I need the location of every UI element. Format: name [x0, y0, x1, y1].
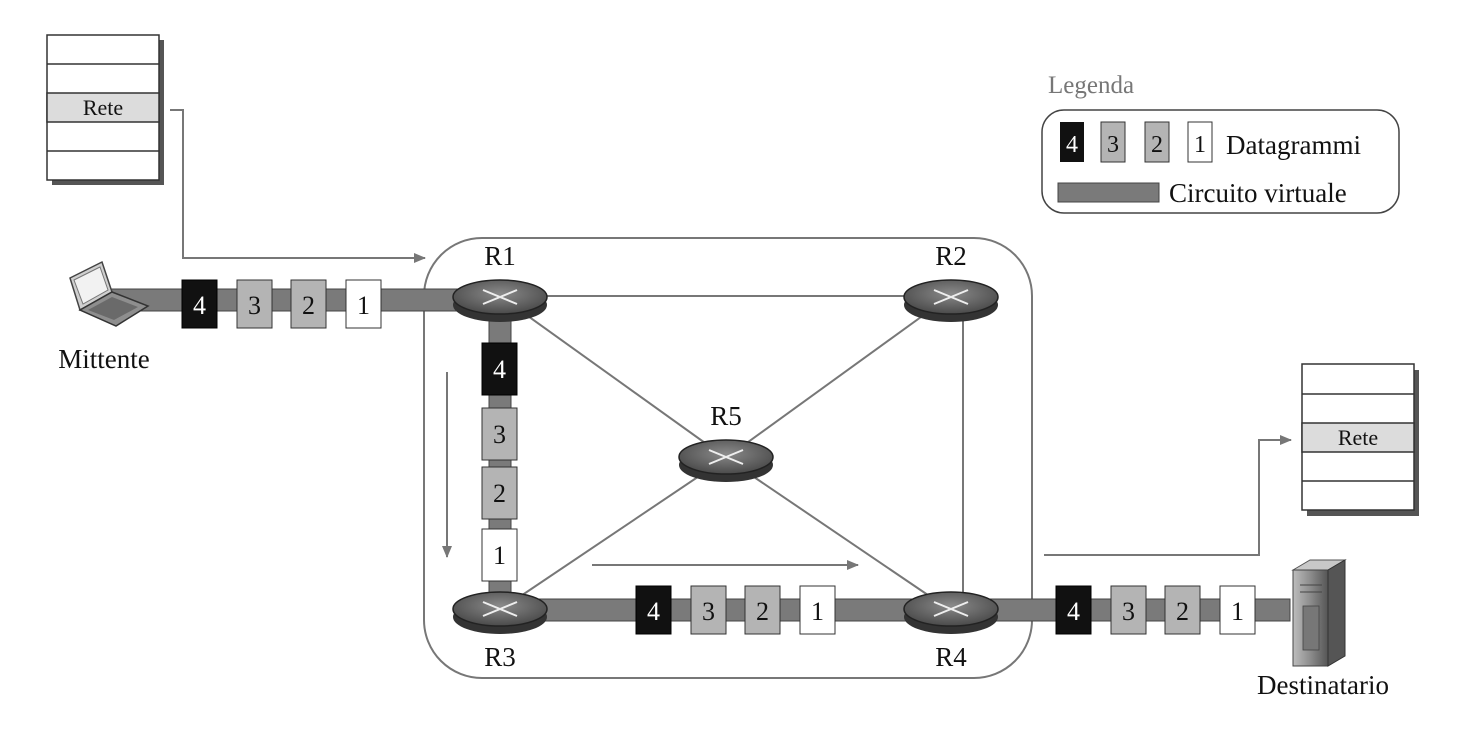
packet-3: 3 — [481, 407, 518, 461]
router-links — [499, 295, 964, 611]
packet-group-r3-r4: 4 3 2 1 — [635, 585, 836, 635]
svg-text:1: 1 — [811, 597, 824, 626]
router-r5-label: R5 — [710, 401, 742, 431]
svg-text:3: 3 — [1107, 132, 1119, 158]
packet-1: 1 — [799, 585, 836, 635]
svg-text:4: 4 — [647, 597, 660, 626]
legend: Legenda 4 3 2 1 Datagrammi Circuito virt… — [1041, 72, 1400, 214]
packet-1: 1 — [1219, 585, 1256, 635]
svg-text:1: 1 — [1231, 597, 1244, 626]
packet-3: 3 — [236, 279, 273, 329]
network-boundary — [423, 237, 1033, 679]
packet-2: 2 — [290, 279, 327, 329]
svg-text:1: 1 — [1194, 132, 1206, 158]
svg-text:4: 4 — [493, 355, 506, 384]
svg-text:2: 2 — [302, 291, 315, 320]
svg-text:4: 4 — [193, 291, 206, 320]
svg-text:2: 2 — [1151, 132, 1163, 158]
legend-packet-1: 1 — [1187, 121, 1213, 163]
packet-group-receiver: 4 3 2 1 — [1055, 585, 1256, 635]
legend-packet-2: 2 — [1144, 121, 1170, 163]
packet-1: 1 — [345, 279, 382, 329]
svg-text:3: 3 — [702, 597, 715, 626]
legend-packet-3: 3 — [1100, 121, 1126, 163]
packet-1: 1 — [481, 528, 518, 582]
source-protocol-stack: Rete — [46, 34, 164, 185]
dest-protocol-stack: Rete — [1301, 363, 1419, 516]
router-r2-icon — [903, 279, 999, 322]
packet-2: 2 — [744, 585, 781, 635]
packet-3: 3 — [1110, 585, 1147, 635]
packet-group-r1-r3: 4 3 2 1 — [481, 342, 518, 582]
packet-2: 2 — [1164, 585, 1201, 635]
svg-text:2: 2 — [756, 597, 769, 626]
laptop-icon — [69, 260, 150, 327]
svg-text:3: 3 — [248, 291, 261, 320]
svg-text:3: 3 — [1122, 597, 1135, 626]
router-r1-label: R1 — [484, 241, 516, 271]
legend-circuit-label: Circuito virtuale — [1169, 178, 1347, 208]
flow-arrows — [170, 109, 1292, 570]
dest-stack-label: Rete — [1338, 425, 1378, 450]
router-r4-icon — [903, 591, 999, 634]
svg-text:1: 1 — [493, 541, 506, 570]
legend-title: Legenda — [1048, 72, 1134, 99]
svg-text:1: 1 — [357, 291, 370, 320]
packet-4: 4 — [635, 585, 672, 635]
router-r3-label: R3 — [484, 642, 516, 672]
legend-circuit-swatch — [1057, 182, 1160, 203]
router-r1-icon — [452, 279, 548, 322]
packet-2: 2 — [481, 466, 518, 520]
legend-packet-4: 4 — [1060, 122, 1084, 162]
router-r4-label: R4 — [935, 642, 967, 672]
packet-group-sender: 4 3 2 1 — [181, 279, 382, 329]
server-icon — [1291, 559, 1347, 667]
legend-datagrams-label: Datagrammi — [1226, 130, 1361, 160]
router-r5-icon — [678, 439, 774, 482]
source-network-layer — [46, 92, 160, 123]
packet-4: 4 — [1055, 585, 1092, 635]
svg-text:4: 4 — [1067, 597, 1080, 626]
source-stack-label: Rete — [83, 95, 123, 120]
router-r2-label: R2 — [935, 241, 967, 271]
packet-3: 3 — [690, 585, 727, 635]
dest-network-layer — [1301, 422, 1415, 453]
receiver-label: Destinatario — [1257, 670, 1389, 700]
svg-text:4: 4 — [1066, 132, 1078, 158]
svg-text:3: 3 — [493, 420, 506, 449]
svg-text:2: 2 — [1176, 597, 1189, 626]
packet-4: 4 — [181, 279, 218, 329]
packet-4: 4 — [481, 342, 518, 396]
sender-label: Mittente — [58, 344, 149, 374]
router-r3-icon — [452, 591, 548, 634]
svg-text:2: 2 — [493, 479, 506, 508]
